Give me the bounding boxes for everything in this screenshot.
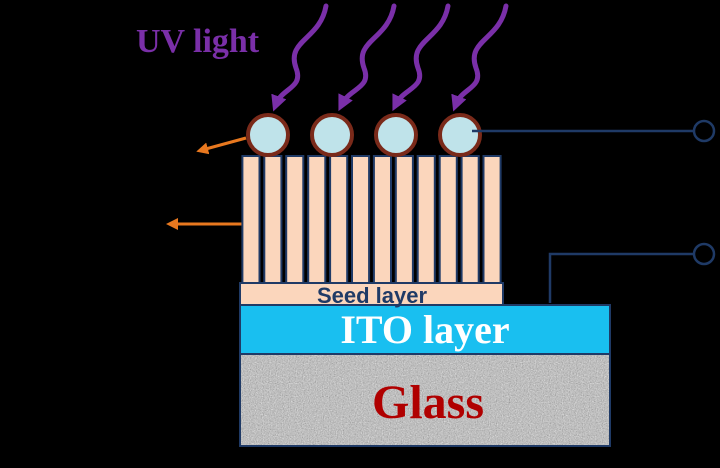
uv-arrow-3 (392, 3, 451, 112)
nanorod (438, 155, 458, 284)
uv-arrow-4 (451, 3, 509, 112)
seed-layer: Seed layer (239, 282, 504, 308)
uv-light-label: UV light (136, 23, 260, 60)
uv-arrow-2 (338, 3, 397, 112)
nanorod (351, 155, 371, 284)
nanoparticle (374, 113, 418, 157)
nanorod (372, 155, 392, 284)
glass-substrate: Glass (239, 353, 611, 447)
seed-layer-label: Seed layer (317, 283, 428, 308)
uv-arrows (271, 3, 509, 112)
bottom-terminal (692, 242, 716, 266)
nanorod-array (241, 155, 502, 284)
top-terminal (692, 119, 716, 143)
ito-layer: ITO layer (239, 304, 611, 355)
uv-arrow-1 (271, 3, 329, 112)
nanoparticle (310, 113, 354, 157)
ito-label: ITO layer (340, 307, 509, 352)
nanorod (482, 155, 502, 284)
glass-label: Glass (372, 376, 484, 429)
nanoparticle (246, 113, 290, 157)
electrical-contacts (472, 119, 716, 303)
nanorod (263, 155, 283, 284)
nanorod (460, 155, 480, 284)
bottom-electrode-wire (548, 252, 694, 303)
nanorod (241, 155, 261, 284)
nanorod (416, 155, 436, 284)
emission-arrow-top (196, 136, 247, 155)
nanoparticle (438, 113, 482, 157)
emission-arrows (166, 136, 247, 230)
nanorod (307, 155, 327, 284)
nanorod (285, 155, 305, 284)
nanorod (329, 155, 349, 284)
nanorod (394, 155, 414, 284)
nanoparticle-row (246, 113, 482, 157)
